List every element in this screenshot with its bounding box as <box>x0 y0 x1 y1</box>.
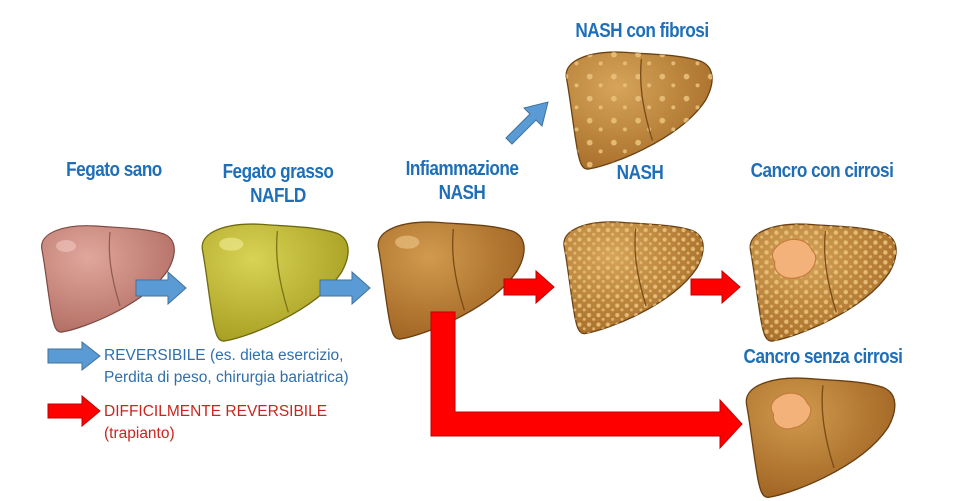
irreversible-arrow <box>503 269 555 305</box>
stage-title-inflammation-line1: Infiammazione <box>405 158 519 180</box>
liver-fatty-image <box>201 223 349 342</box>
stage-title-nash-fibrosis: NASH con fibrosi <box>558 19 727 43</box>
reversible-arrow-up <box>505 101 549 145</box>
liver-nash-image <box>563 221 704 335</box>
irreversible-elbow-arrow <box>430 311 743 450</box>
reversible-arrow <box>135 270 187 306</box>
legend-reversible-text: REVERSIBILE (es. dieta esercizio, Perdit… <box>104 345 349 389</box>
stage-title-cancer-cirrhosis-line1: Cancro con cirrosi <box>750 160 894 182</box>
stage-title-nash-fibrosis-line1: NASH con fibrosi <box>575 20 709 42</box>
liver-cancer-no-cirrhosis-image <box>745 377 896 498</box>
liver-healthy-image <box>41 225 175 333</box>
stage-title-cancer-no-cirrhosis: Cancro senza cirrosi <box>728 345 919 369</box>
liver-inflamed-image <box>377 221 525 340</box>
stage-title-fatty-line1: Fegato grasso <box>222 161 334 183</box>
legend-reversible-arrow <box>47 340 101 372</box>
legend-irreversible-line1: DIFFICILMENTE REVERSIBILE <box>104 403 328 420</box>
liver-nash-fibrosis-image <box>565 51 713 170</box>
reversible-arrow <box>319 270 371 306</box>
legend-irreversible-arrow <box>47 394 101 428</box>
stage-title-nash: NASH <box>597 161 683 185</box>
irreversible-arrow <box>690 269 741 305</box>
stage-title-healthy-line1: Fegato sano <box>66 159 162 181</box>
stage-title-inflammation: Infiammazione NASH <box>390 157 534 205</box>
liver-cancer-cirrhosis-image <box>749 223 897 342</box>
stage-title-nash-line1: NASH <box>616 162 664 184</box>
stage-title-cancer-cirrhosis: Cancro con cirrosi <box>731 159 913 183</box>
stage-title-healthy: Fegato sano <box>54 158 174 182</box>
legend-reversible-line1: REVERSIBILE (es. dieta esercizio, <box>104 347 344 364</box>
stage-title-inflammation-line2: NASH <box>438 182 486 204</box>
stage-title-cancer-no-cirrhosis-line1: Cancro senza cirrosi <box>743 346 903 368</box>
stage-title-fatty: Fegato grasso NAFLD <box>209 160 347 208</box>
stage-title-fatty-line2: NAFLD <box>250 185 306 207</box>
legend-reversible-line2: Perdita di peso, chirurgia bariatrica) <box>104 369 349 386</box>
legend-irreversible-text: DIFFICILMENTE REVERSIBILE (trapianto) <box>104 401 327 445</box>
legend-irreversible-line2: (trapianto) <box>104 425 175 442</box>
